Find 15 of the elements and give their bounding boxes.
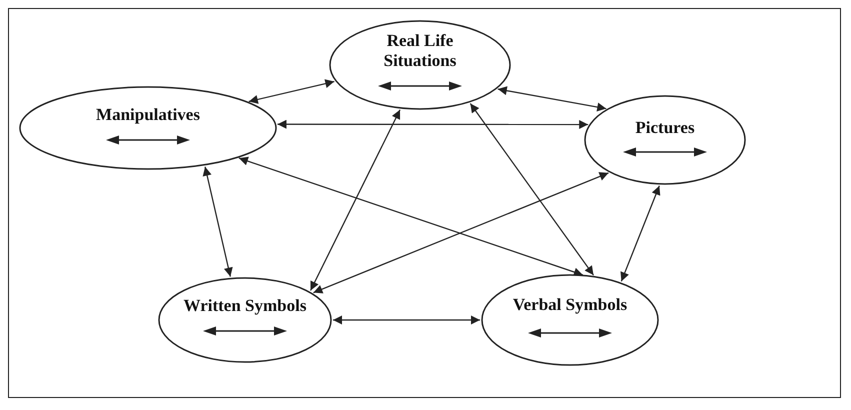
- double-arrow: [310, 110, 401, 291]
- double-arrow: [333, 316, 480, 324]
- double-arrow: [620, 186, 660, 282]
- node-label: Written Symbols: [184, 296, 306, 316]
- node-label: Pictures: [635, 118, 695, 138]
- double-arrow: [313, 172, 609, 294]
- double-arrow: [277, 120, 588, 129]
- node-label: Manipulatives: [96, 105, 200, 125]
- node-label: Real Life Situations: [382, 31, 458, 71]
- double-arrow: [202, 166, 233, 277]
- double-arrow: [248, 79, 334, 104]
- double-arrow: [238, 156, 584, 276]
- double-arrow: [498, 86, 606, 112]
- node-label: Verbal Symbols: [512, 295, 628, 315]
- double-arrow: [470, 103, 594, 276]
